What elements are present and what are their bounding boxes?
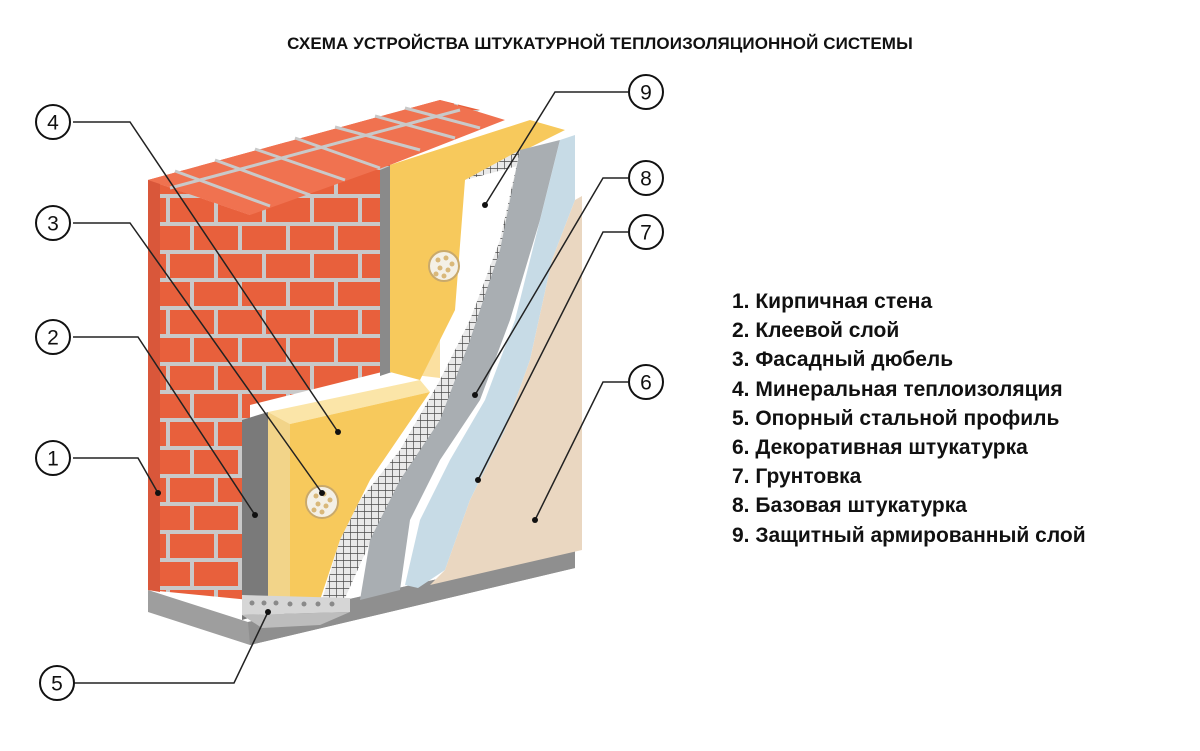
legend-item-8: 8. Базовая штукатурка (732, 494, 967, 518)
callout-9: 9 (628, 74, 664, 110)
callout-4-label: 4 (47, 112, 59, 135)
insulation-upper (390, 120, 565, 380)
leader-3 (73, 222, 323, 494)
leader-9 (484, 91, 628, 206)
brick-wall-side (148, 180, 160, 592)
leader-lines (73, 91, 628, 684)
decorative-plaster-layer (430, 196, 582, 585)
callout-3-label: 3 (47, 213, 59, 236)
legend-item-5: 5. Опорный стальной профиль (732, 406, 1060, 430)
adhesive-layer-upper (380, 165, 392, 376)
legend-item-7: 7. Грунтовка (732, 465, 862, 489)
callout-6: 6 (628, 364, 664, 400)
leader-dots (155, 202, 538, 615)
insulation-lower-front (290, 392, 430, 605)
mesh-layer (322, 150, 540, 600)
legend-item-2: 2. Клеевой слой (732, 319, 900, 343)
leader-7 (477, 231, 628, 481)
dowel-upper (428, 250, 460, 282)
callout-8-label: 8 (640, 168, 652, 191)
callout-2: 2 (35, 319, 71, 355)
callout-4: 4 (35, 104, 71, 140)
callout-9-label: 9 (640, 82, 652, 105)
leader-6 (534, 381, 628, 521)
leader-5 (73, 611, 269, 684)
insulation-lower (268, 412, 290, 612)
dowel-lower (305, 485, 339, 519)
legend: 1. Кирпичная стена 2. Клеевой слой 3. Фа… (732, 287, 1086, 550)
callout-7-label: 7 (640, 222, 652, 245)
legend-item-3: 3. Фасадный дюбель (732, 348, 954, 372)
callout-8: 8 (628, 160, 664, 196)
callout-5-label: 5 (51, 673, 63, 696)
diagram-title: СХЕМА УСТРОЙСТВА ШТУКАТУРНОЙ ТЕПЛОИЗОЛЯЦ… (287, 34, 913, 53)
insulation-lower-side (268, 380, 430, 424)
legend-item-1: 1. Кирпичная стена (732, 290, 933, 313)
primer-layer (405, 135, 575, 588)
callout-2-label: 2 (47, 327, 59, 350)
leader-4 (73, 121, 339, 433)
callout-3: 3 (35, 205, 71, 241)
legend-item-9: 9. Защитный армированный слой (732, 523, 1086, 547)
callout-1-label: 1 (47, 448, 59, 471)
base-plaster-layer (360, 140, 560, 600)
callout-6-label: 6 (640, 372, 652, 395)
legend-item-6: 6. Декоративная штукатурка (732, 436, 1028, 460)
brick-wall-front (148, 180, 250, 600)
legend-item-4: 4. Минеральная теплоизоляция (732, 377, 1063, 401)
leader-8 (474, 177, 628, 396)
leader-2 (73, 336, 256, 516)
leader-1 (73, 457, 159, 494)
callout-1: 1 (35, 440, 71, 476)
callout-7: 7 (628, 214, 664, 250)
callout-5: 5 (39, 665, 75, 701)
